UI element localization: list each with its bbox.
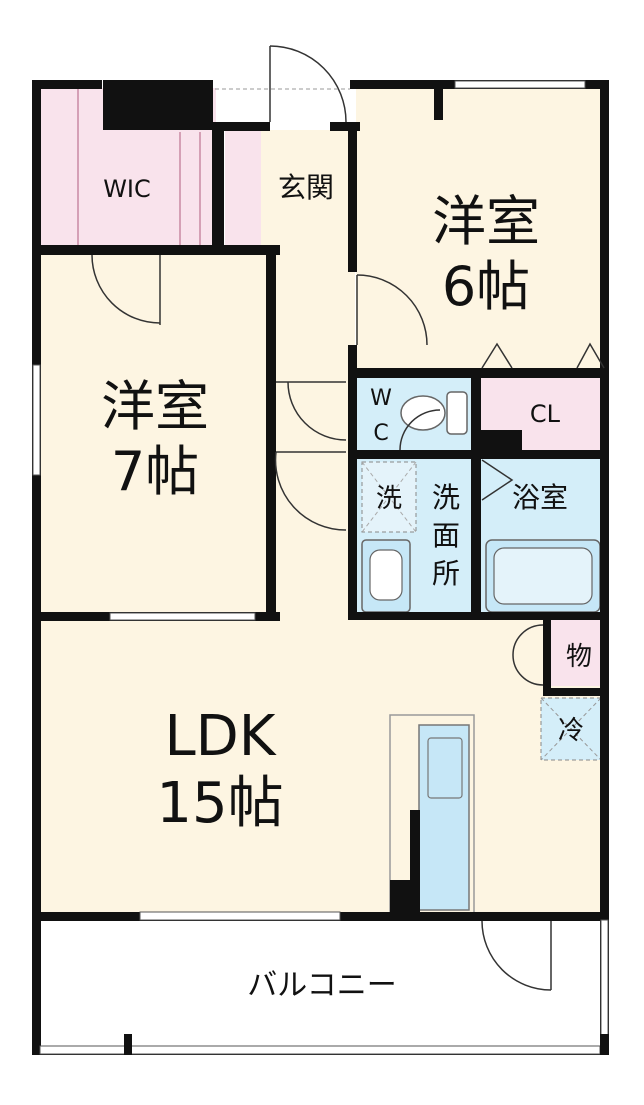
bedroom7-floor (40, 255, 270, 618)
ldk-size: 15帖 (156, 771, 283, 836)
windows (32, 80, 609, 1055)
storage-label: 物 (566, 642, 592, 672)
wic-pillar (103, 80, 213, 130)
bathtub-inner (493, 547, 593, 605)
fridge-cross-b (540, 697, 602, 761)
cl-label: CL (530, 400, 561, 428)
wc-label-w: W (370, 386, 392, 411)
fridge-label: 冷 (558, 716, 584, 746)
balcony-label: バルコニー (247, 968, 396, 1003)
laundry-cross-b (361, 461, 417, 533)
ldk-floor (40, 618, 607, 914)
bath-label: 浴室 (512, 481, 568, 514)
bedroom7-name: 洋室 (101, 375, 209, 438)
laundry-label: 洗 (376, 484, 402, 514)
washroom-label-1: 洗 (432, 481, 460, 514)
bedroom6-name: 洋室 (432, 190, 540, 253)
balcony-post (600, 1034, 609, 1055)
wic-label: WIC (103, 175, 151, 203)
wic-shelving (77, 88, 201, 245)
kitchen-sink-basin (427, 737, 463, 799)
genkan-label: 玄関 (278, 171, 334, 204)
ldk-name: LDK (164, 704, 276, 769)
bedroom6-floor (356, 88, 607, 368)
balcony-post (124, 1034, 132, 1055)
genkan-step (225, 130, 261, 245)
wc-label-c: C (373, 421, 388, 446)
kitchen-column-base (390, 880, 420, 913)
toilet-tank (446, 391, 468, 435)
bedroom7-size: 7帖 (111, 440, 199, 503)
washroom-label-2: 面 (432, 519, 460, 552)
doors (91, 45, 605, 991)
kitchen-sink (418, 724, 470, 911)
bedroom6-size: 6帖 (442, 255, 530, 318)
kitchen-column (410, 810, 420, 913)
hall-floor (270, 245, 355, 618)
washroom-label-3: 所 (432, 557, 460, 590)
vanity-basin (369, 549, 403, 601)
storage-floor (551, 618, 607, 686)
